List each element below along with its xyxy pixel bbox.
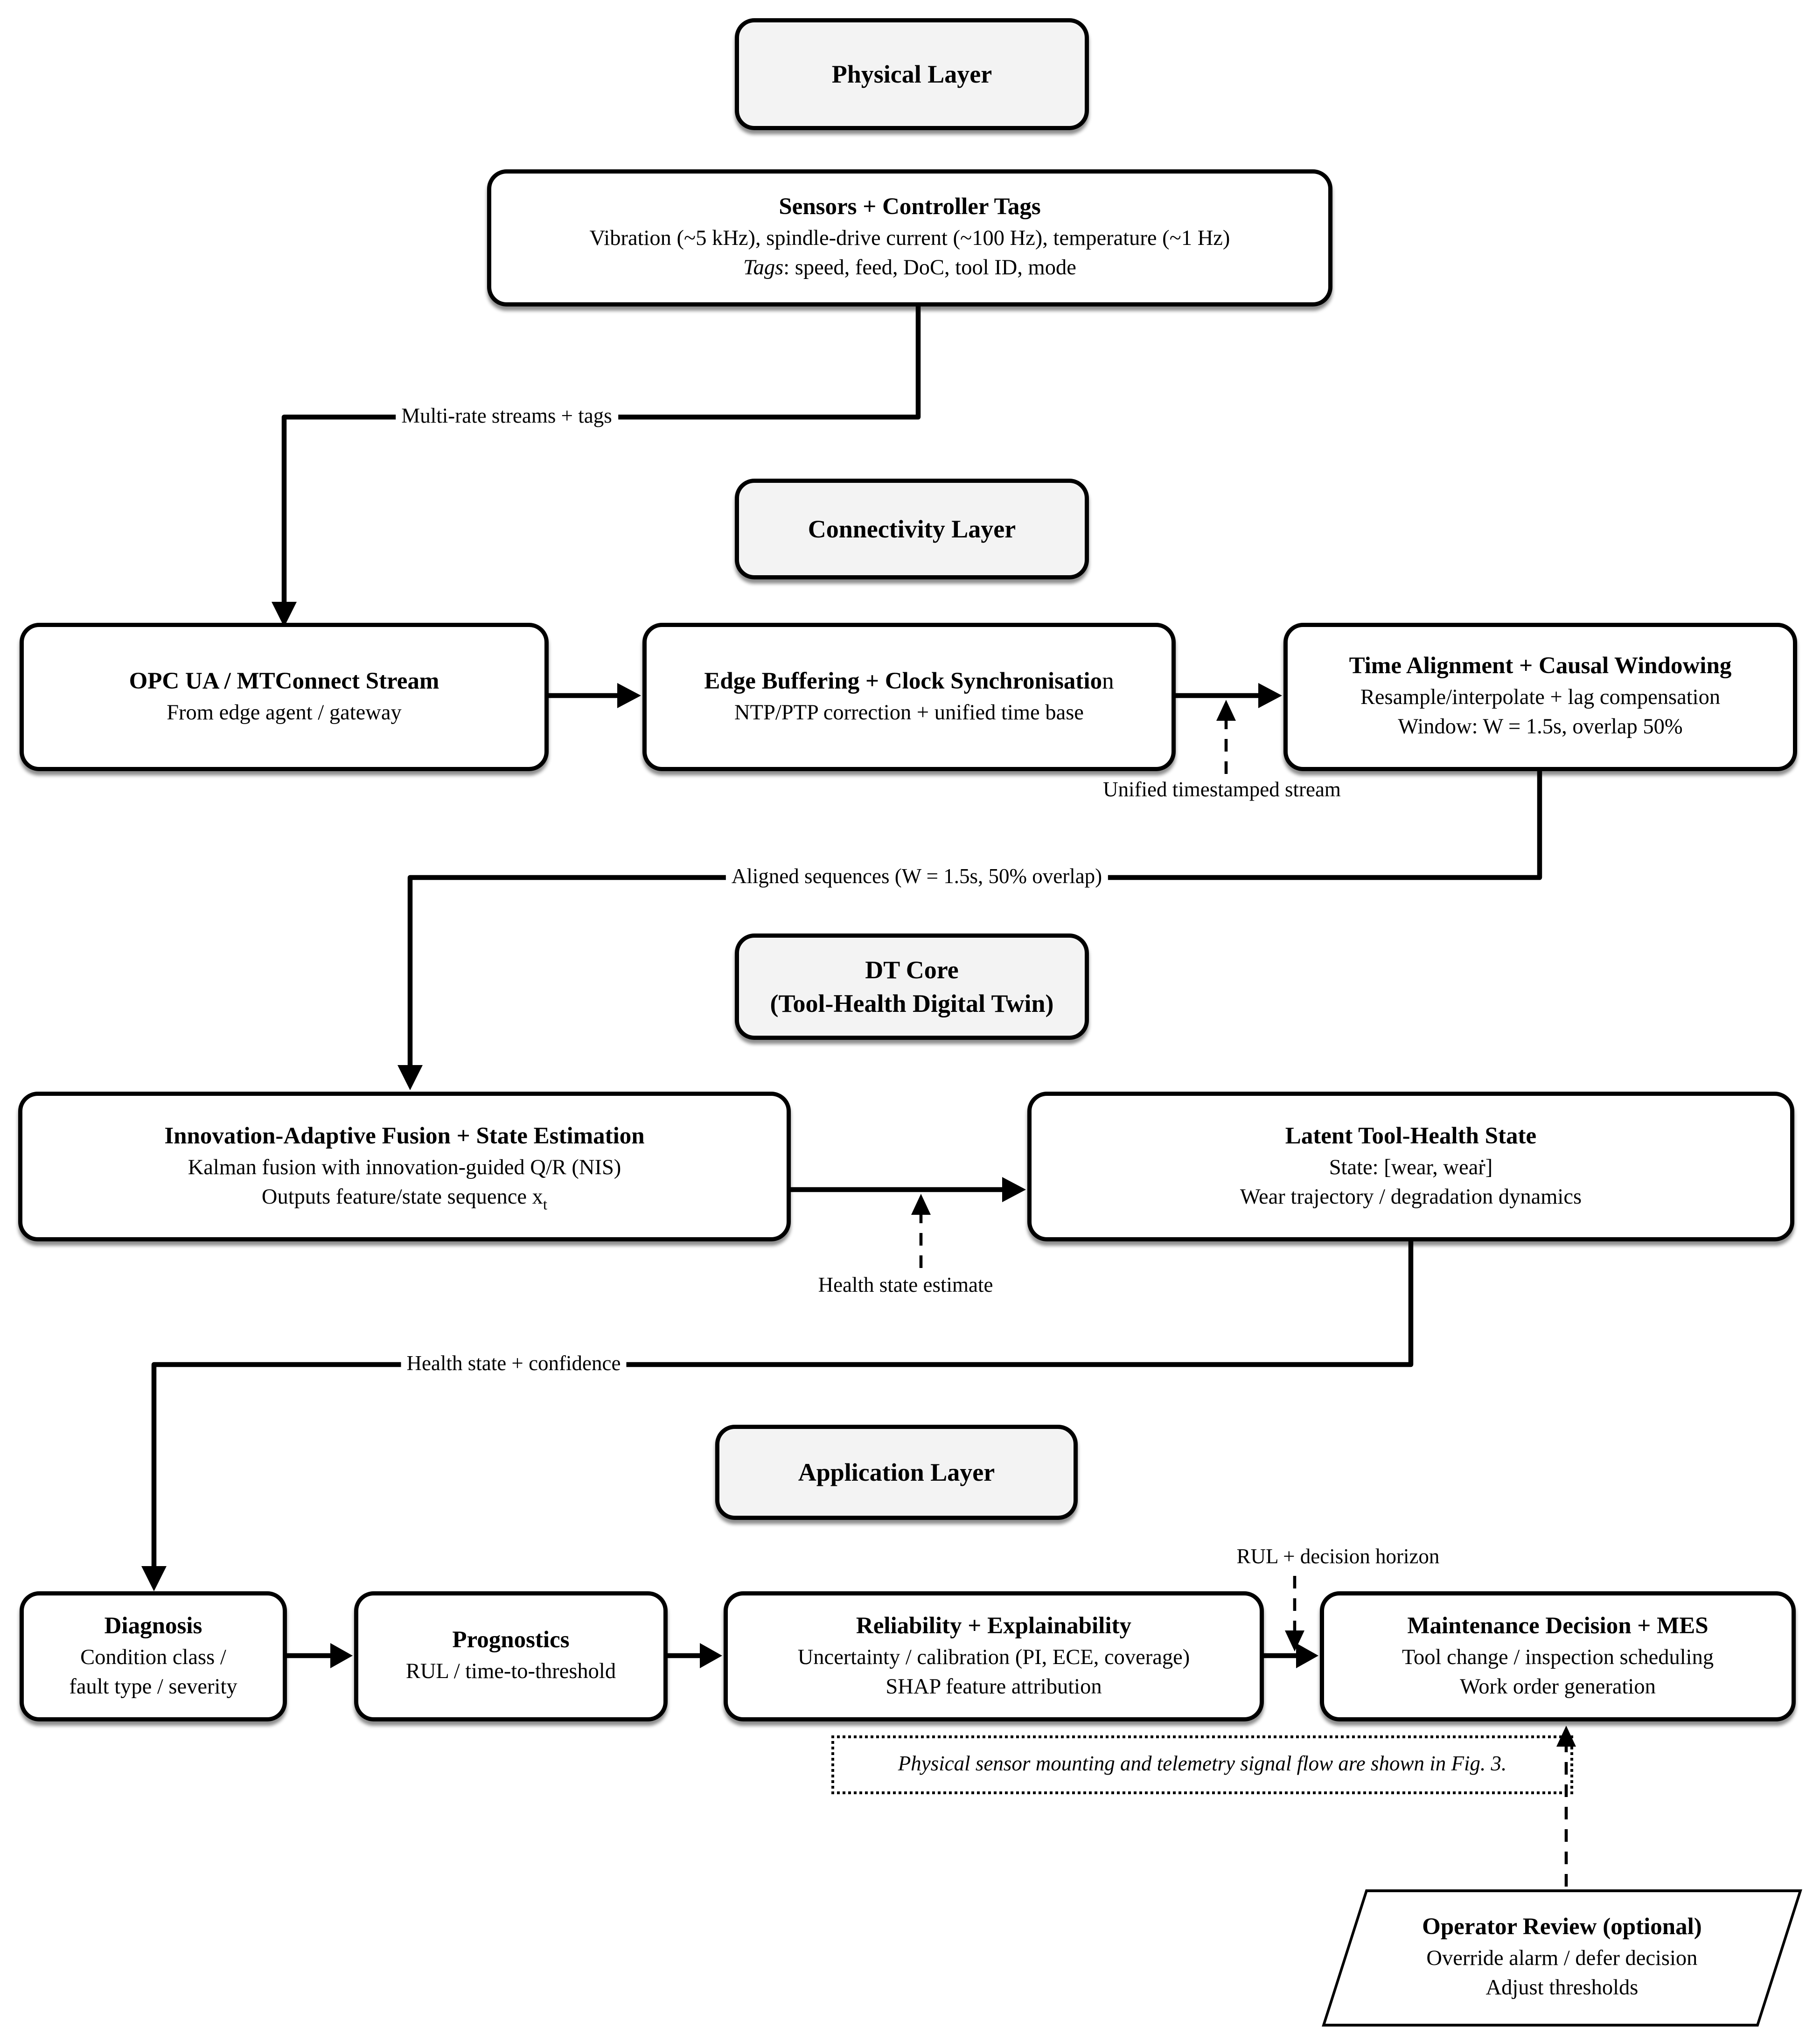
node-latent-line2: Wear trajectory / degradation dynamics — [1240, 1185, 1582, 1209]
node-operator-review: Operator Review (optional) Override alar… — [1322, 1889, 1802, 2027]
note-fig3-reference: Physical sensor mounting and telemetry s… — [831, 1735, 1573, 1794]
node-reliability-line1: Uncertainty / calibration (PI, ECE, cove… — [797, 1645, 1190, 1669]
header-dt-core: DT Core (Tool-Health Digital Twin) — [735, 933, 1089, 1040]
node-latent-line1: State: [wear, weaṙ] — [1329, 1155, 1493, 1179]
node-edge-title: Edge Buffering + Clock Synchronisation — [704, 667, 1114, 694]
arrowhead-into-latent — [1002, 1177, 1026, 1202]
node-operator-title: Operator Review (optional) — [1422, 1913, 1702, 1940]
header-dt-core-line2: (Tool-Health Digital Twin) — [770, 989, 1054, 1017]
header-connectivity-layer-label: Connectivity Layer — [808, 515, 1016, 543]
arrowhead-into-edge — [617, 683, 641, 708]
note-fig3-text: Physical sensor mounting and telemetry s… — [898, 1753, 1507, 1776]
node-maintenance-line2: Work order generation — [1460, 1675, 1656, 1699]
node-opcua-title: OPC UA / MTConnect Stream — [129, 667, 439, 694]
node-diagnosis-line1: Condition class / — [80, 1645, 226, 1669]
arrowhead-into-maintenance — [1296, 1643, 1318, 1668]
node-prognostics-line1: RUL / time-to-threshold — [405, 1660, 616, 1684]
node-innovation-fusion: Innovation-Adaptive Fusion + State Estim… — [18, 1092, 791, 1241]
node-prognostics: Prognostics RUL / time-to-threshold — [354, 1591, 668, 1721]
edge-label-multi-rate: Multi-rate streams + tags — [396, 404, 618, 430]
arrowhead-health-estimate-up — [911, 1193, 931, 1215]
edge-label-unified-stream: Unified timestamped stream — [1097, 778, 1346, 803]
arrowhead-rul-down — [1284, 1630, 1304, 1651]
arrowhead-unified-up — [1216, 699, 1236, 721]
edge-label-health-estimate: Health state estimate — [812, 1274, 999, 1299]
node-reliability-line2: SHAP feature attribution — [886, 1675, 1102, 1699]
node-maintenance-title: Maintenance Decision + MES — [1407, 1611, 1708, 1638]
node-fusion-line1: Kalman fusion with innovation-guided Q/R… — [188, 1155, 621, 1179]
node-diagnosis: Diagnosis Condition class / fault type /… — [20, 1591, 287, 1721]
header-physical-layer-label: Physical Layer — [831, 60, 992, 88]
header-application-layer-label: Application Layer — [798, 1458, 995, 1486]
node-time-alignment: Time Alignment + Causal Windowing Resamp… — [1283, 623, 1797, 771]
node-sensors-line2: Tags: speed, feed, DoC, tool ID, mode — [743, 257, 1076, 281]
node-time-line2: Window: W = 1.5s, overlap 50% — [1398, 716, 1683, 740]
node-reliability-title: Reliability + Explainability — [856, 1611, 1132, 1638]
header-dt-core-line1: DT Core — [865, 955, 959, 984]
arrowhead-into-opcua — [271, 601, 297, 627]
node-sensors-controller-tags: Sensors + Controller Tags Vibration (~5 … — [487, 169, 1332, 306]
header-connectivity-layer: Connectivity Layer — [735, 479, 1089, 579]
node-prognostics-title: Prognostics — [452, 1627, 570, 1654]
node-operator-line2: Adjust thresholds — [1485, 1977, 1639, 2001]
node-diagnosis-title: Diagnosis — [104, 1611, 202, 1638]
node-diagnosis-line2: fault type / severity — [69, 1675, 237, 1699]
arrowhead-into-fusion — [397, 1065, 423, 1090]
node-latent-title: Latent Tool-Health State — [1285, 1122, 1537, 1149]
edge-label-rul-horizon: RUL + decision horizon — [1231, 1545, 1445, 1570]
node-sensors-line1: Vibration (~5 kHz), spindle-drive curren… — [589, 227, 1230, 251]
header-physical-layer: Physical Layer — [735, 18, 1089, 130]
node-sensors-title: Sensors + Controller Tags — [779, 193, 1041, 220]
edge-label-health-confidence: Health state + confidence — [401, 1352, 627, 1377]
header-application-layer: Application Layer — [715, 1425, 1078, 1520]
node-fusion-line2: Outputs feature/state sequence xt — [261, 1185, 548, 1214]
node-edge-buffering: Edge Buffering + Clock Synchronisation N… — [642, 623, 1176, 771]
node-time-line1: Resample/interpolate + lag compensation — [1360, 686, 1721, 710]
node-opcua-line1: From edge agent / gateway — [167, 701, 402, 725]
node-maintenance-line1: Tool change / inspection scheduling — [1402, 1645, 1714, 1669]
connector-latent-to-diagnosis — [151, 1241, 1414, 1577]
node-reliability-explainability: Reliability + Explainability Uncertainty… — [724, 1591, 1264, 1721]
node-opcua-mtconnect: OPC UA / MTConnect Stream From edge agen… — [20, 623, 549, 771]
arrowhead-into-prognostics — [330, 1643, 353, 1668]
node-edge-line1: NTP/PTP correction + unified time base — [734, 701, 1084, 725]
arrowhead-into-diagnosis — [141, 1566, 167, 1591]
node-maintenance-decision-mes: Maintenance Decision + MES Tool change /… — [1320, 1591, 1796, 1721]
node-operator-line1: Override alarm / defer decision — [1426, 1947, 1698, 1971]
arrowhead-into-reliability — [699, 1643, 722, 1668]
node-fusion-title: Innovation-Adaptive Fusion + State Estim… — [164, 1122, 645, 1149]
node-latent-tool-health: Latent Tool-Health State State: [wear, w… — [1027, 1092, 1794, 1241]
node-time-title: Time Alignment + Causal Windowing — [1349, 652, 1732, 679]
edge-label-aligned-sequences: Aligned sequences (W = 1.5s, 50% overlap… — [725, 865, 1108, 890]
arrowhead-into-time — [1258, 683, 1282, 708]
